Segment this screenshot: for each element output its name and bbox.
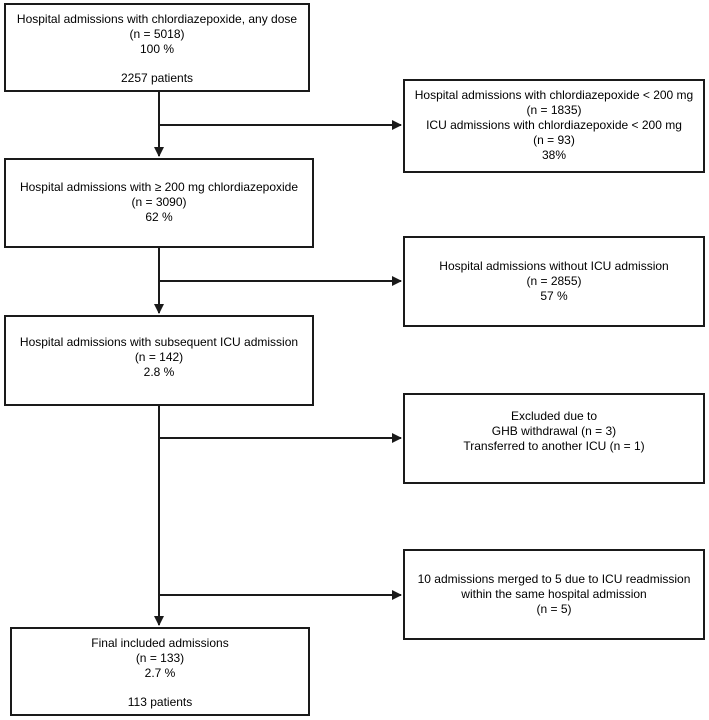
box2-percent: 38% bbox=[541, 148, 567, 162]
box2-hospital-label: Hospital admissions with chlordiazepoxid… bbox=[414, 88, 694, 102]
box6-transferred: Transferred to another ICU (n = 1) bbox=[463, 439, 645, 453]
box6-title: Excluded due to bbox=[510, 409, 598, 423]
box8-patients: 113 patients bbox=[127, 695, 193, 709]
box1-count: (n = 5018) bbox=[129, 27, 185, 41]
box4-percent: 57 % bbox=[540, 289, 568, 303]
box1-title: Hospital admissions with chlordiazepoxid… bbox=[16, 12, 298, 26]
box3-count: (n = 3090) bbox=[131, 195, 187, 209]
box7-count: (n = 5) bbox=[536, 602, 572, 616]
box-subsequent-icu: Hospital admissions with subsequent ICU … bbox=[4, 315, 314, 406]
box-excluded: Excluded due to GHB withdrawal (n = 3) T… bbox=[403, 393, 705, 484]
box-merged-admissions: 10 admissions merged to 5 due to ICU rea… bbox=[403, 549, 705, 640]
box6-ghb: GHB withdrawal (n = 3) bbox=[491, 424, 617, 438]
box7-title: 10 admissions merged to 5 due to ICU rea… bbox=[417, 572, 691, 586]
box-all-admissions: Hospital admissions with chlordiazepoxid… bbox=[4, 3, 310, 92]
box5-count: (n = 142) bbox=[134, 350, 184, 364]
box5-percent: 2.8 % bbox=[143, 365, 175, 379]
box2-icu-label: ICU admissions with chlordiazepoxide < 2… bbox=[426, 118, 682, 132]
box4-count: (n = 2855) bbox=[526, 274, 582, 288]
box1-percent: 100 % bbox=[139, 42, 175, 56]
box3-percent: 62 % bbox=[145, 210, 173, 224]
box3-title: Hospital admissions with ≥ 200 mg chlord… bbox=[19, 180, 299, 194]
box8-count: (n = 133) bbox=[135, 651, 185, 665]
box-under-200mg: Hospital admissions with chlordiazepoxid… bbox=[403, 79, 705, 173]
box2-hospital-count: (n = 1835) bbox=[526, 103, 582, 117]
box-200mg-or-more: Hospital admissions with ≥ 200 mg chlord… bbox=[4, 158, 314, 248]
box8-title: Final included admissions bbox=[91, 636, 229, 650]
box5-title: Hospital admissions with subsequent ICU … bbox=[19, 335, 299, 349]
box-final-included: Final included admissions (n = 133) 2.7 … bbox=[10, 627, 310, 716]
box-without-icu: Hospital admissions without ICU admissio… bbox=[403, 236, 705, 327]
box4-title: Hospital admissions without ICU admissio… bbox=[439, 259, 669, 273]
box7-detail: within the same hospital admission bbox=[461, 587, 647, 601]
box2-icu-count: (n = 93) bbox=[533, 133, 575, 147]
box8-percent: 2.7 % bbox=[144, 666, 176, 680]
box1-patients: 2257 patients bbox=[120, 71, 194, 85]
